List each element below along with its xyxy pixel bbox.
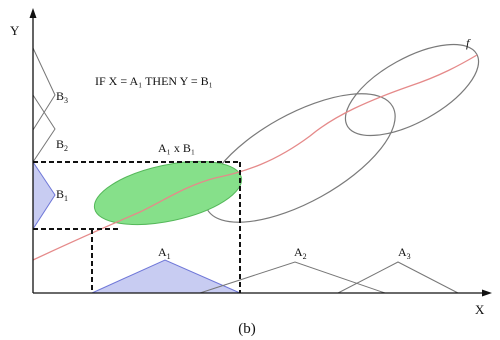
function-curve-f [32, 54, 478, 261]
patch-ellipse-3 [344, 43, 480, 137]
membership-a2 [199, 261, 386, 294]
curve-label: f [466, 36, 471, 50]
projection-lines [33, 161, 241, 293]
x-axis-label: X [475, 302, 485, 317]
y-set-label-b2: B2 [56, 137, 68, 153]
x-set-label-a3: A3 [398, 245, 411, 261]
membership-b1 [32, 160, 56, 231]
membership-a1 [91, 259, 241, 294]
y-axis-arrow-icon [29, 8, 37, 18]
rule-text: IF X = A₁ THEN Y = B₁ [95, 74, 213, 88]
y-axis-label: Y [10, 23, 20, 38]
y-set-label-b3: B3 [56, 89, 68, 105]
product-patch-label: A₁ x B₁ [158, 141, 195, 155]
y-set-label-b1: B1 [56, 187, 68, 203]
x-axis-arrow-icon [482, 289, 492, 297]
membership-b2 [32, 94, 56, 163]
patch-ellipse-2 [204, 93, 396, 223]
membership-a3 [337, 261, 459, 294]
axes [29, 8, 492, 297]
membership-b3 [32, 47, 56, 131]
x-set-label-a1: A1 [158, 245, 171, 261]
rule-patch-a1-b1 [93, 160, 243, 226]
x-set-label-a2: A2 [294, 245, 307, 261]
figure-caption: (b) [238, 321, 256, 337]
